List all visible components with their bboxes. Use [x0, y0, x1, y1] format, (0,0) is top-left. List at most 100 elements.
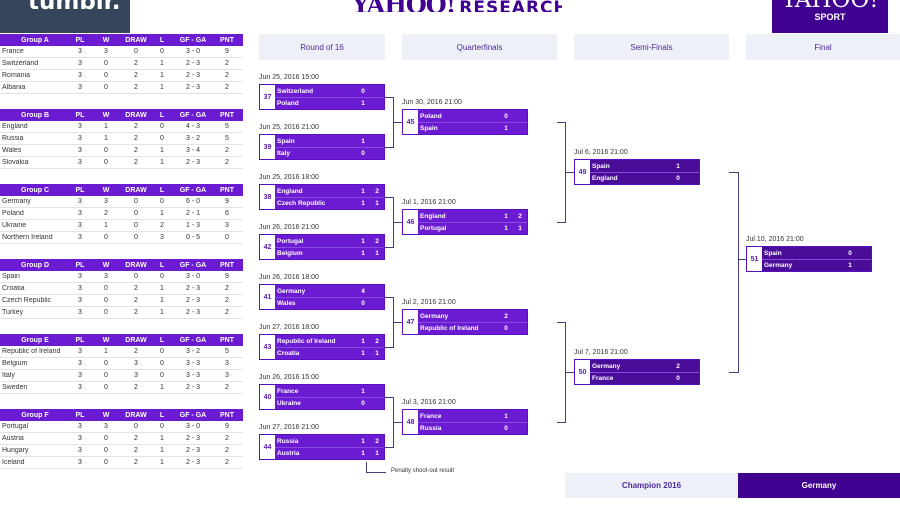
column-header: PL [75, 186, 85, 194]
table-cell: 6 - 0 [185, 198, 200, 205]
table-cell: 3 - 0 [185, 48, 200, 55]
match-date: Jun 27, 2016 21:00 [259, 424, 319, 431]
table-cell: 3 [134, 360, 138, 367]
bracket-line [385, 297, 393, 298]
match-date: Jun 26, 2016 18:00 [259, 274, 319, 281]
column-header: PL [75, 36, 85, 44]
table-cell: 0 [104, 360, 108, 367]
champion-label: Champion 2016 [565, 473, 738, 498]
column-header: PNT [220, 36, 234, 44]
penalty-score: 1 [518, 225, 522, 232]
match-number: 38 [263, 193, 272, 201]
table-cell: 3 - 2 [185, 135, 200, 142]
column-header: DRAW [125, 186, 147, 194]
match-date: Jun 25, 2016 15:00 [259, 74, 319, 81]
penalty-score: 1 [375, 450, 379, 457]
table-cell: 2 [225, 60, 229, 67]
team-score: 1 [361, 337, 365, 345]
table-cell: 3 [78, 348, 82, 355]
table-cell: 9 [225, 423, 229, 430]
table-cell: 3 - 3 [185, 372, 200, 379]
penalty-score: 2 [375, 187, 379, 195]
table-cell: 0 [134, 234, 138, 241]
table-cell: 0 [134, 273, 138, 280]
column-header: L [159, 186, 165, 194]
table-cell: 2 [225, 72, 229, 79]
column-header: PL [75, 261, 85, 269]
table-cell: 2 - 1 [185, 210, 200, 217]
table-cell: 3 [78, 159, 82, 166]
penalty-score: 2 [375, 237, 379, 245]
team-name: Croatia [2, 285, 25, 292]
champion-team: Germany [738, 473, 900, 498]
table-cell: 2 [225, 384, 229, 391]
match-number: 49 [578, 168, 587, 176]
team-name: France [592, 375, 614, 382]
round-header-sf: Semi-Finals [574, 34, 729, 60]
team-name: Romania [2, 72, 31, 79]
table-cell: 2 [225, 435, 229, 442]
table-cell: 3 [78, 234, 82, 241]
column-header: GF - GA [179, 36, 207, 44]
bracket-line [729, 172, 738, 173]
column-header: L [159, 336, 165, 344]
table-cell: 1 [104, 123, 108, 130]
bracket-line [565, 372, 574, 373]
team-name: England [592, 175, 618, 182]
table-cell: 2 [134, 435, 138, 442]
team-score: 1 [676, 162, 680, 170]
table-cell: 3 [78, 135, 82, 142]
column-header: W [102, 261, 110, 269]
table-cell: 2 [225, 459, 229, 466]
yahoo-research-word: RESEARCH [459, 0, 562, 12]
table-cell: 3 [104, 423, 108, 430]
team-name: Slovakia [2, 159, 29, 166]
table-cell: 3 [78, 84, 82, 91]
column-header: PNT [220, 336, 234, 344]
bracket-line [385, 397, 393, 398]
table-cell: 2 - 3 [185, 159, 200, 166]
team-score: 1 [361, 350, 365, 357]
table-cell: 0 [104, 147, 108, 154]
table-cell: 2 [134, 159, 138, 166]
team-name: Germany [420, 312, 449, 320]
penalty-score: 2 [375, 437, 379, 445]
table-cell: 2 [134, 135, 138, 142]
column-header: GF - GA [179, 336, 207, 344]
team-name: Portugal [277, 237, 304, 245]
group-name: Group F [21, 411, 49, 419]
table-cell: 1 [160, 459, 164, 466]
table-cell: 2 - 3 [185, 297, 200, 304]
team-name: Germany [2, 198, 31, 205]
